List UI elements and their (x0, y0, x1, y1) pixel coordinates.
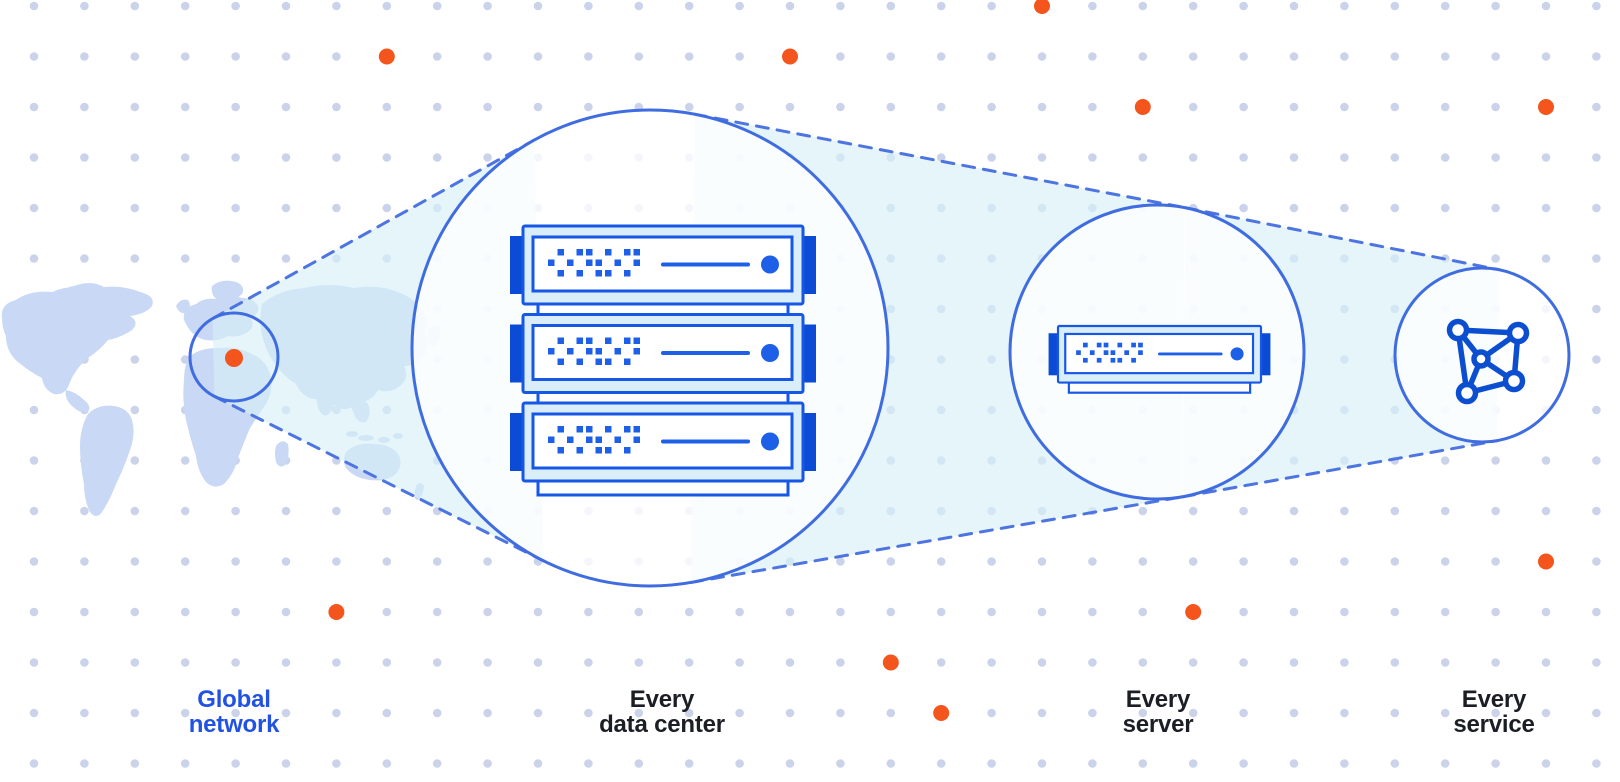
server-unit-icon (1048, 324, 1271, 394)
stage-label-line: data center (599, 711, 725, 738)
circle-global-network (188, 311, 280, 403)
stage-label-line: Every (1461, 686, 1527, 713)
accent-dot (378, 48, 395, 65)
map-location-marker (225, 349, 243, 367)
accent-dot (782, 48, 798, 65)
stage-label-line: service (1453, 711, 1535, 738)
accent-dot (1134, 99, 1151, 115)
zoom-dashed-lines (211, 112, 1501, 584)
label-every-service: Every service (1453, 686, 1535, 738)
label-every-server: Every server (1123, 687, 1194, 737)
accent-dot (933, 705, 950, 721)
accent-dot (1185, 604, 1202, 620)
server-stack-icon (510, 224, 816, 497)
server-unit-icon (510, 224, 816, 320)
label-global-network: Global network (189, 687, 280, 737)
accent-dot (328, 604, 345, 620)
stage-label-line: Every (1125, 686, 1191, 713)
server-unit-icon (510, 313, 816, 408)
label-every-data-center: Every data center (599, 687, 725, 737)
stage-label-line: Every (629, 686, 695, 713)
accent-dot (882, 654, 899, 671)
server-icon (1048, 324, 1271, 394)
stage-label-line: server (1122, 711, 1194, 738)
server-unit-icon (510, 401, 816, 497)
stage-label-line: network (188, 711, 280, 738)
network-graph-icon (1446, 318, 1530, 405)
stage-label-line: Global (197, 686, 271, 713)
accent-dot (1034, 0, 1050, 14)
accent-dot (1538, 553, 1554, 570)
accent-dot (1538, 99, 1554, 115)
